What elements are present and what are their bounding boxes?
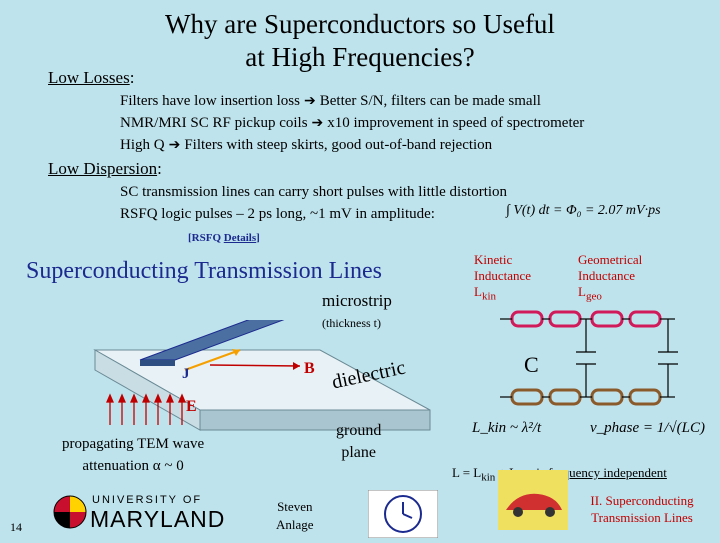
- circuit-wires: [500, 318, 678, 398]
- b-label: B: [304, 360, 315, 377]
- details-link[interactable]: Details: [223, 232, 257, 244]
- slide-title: Why are Superconductors so Useful at Hig…: [0, 8, 720, 74]
- phase-velocity-formula: v_phase = 1/√(LC): [590, 420, 706, 436]
- microstrip-label: microstrip: [322, 291, 392, 310]
- low-dispersion-line-2: RSFQ logic pulses – 2 ps long, ~1 mV in …: [120, 206, 435, 222]
- microstrip-diagram: [93, 320, 431, 431]
- low-losses-line-1: Filters have low insertion loss➔Better S…: [120, 93, 541, 109]
- low-dispersion-heading: Low Dispersion:: [48, 159, 162, 178]
- e-label: E: [186, 398, 197, 415]
- b-field-arrow-head: [293, 362, 300, 370]
- j-label: J: [182, 366, 190, 382]
- page-number: 14: [10, 520, 22, 534]
- arrow-right-icon: ➔: [168, 138, 181, 153]
- maryland-seal-icon: [52, 494, 88, 530]
- current-arrow-head: [232, 349, 240, 356]
- arrow-right-icon: ➔: [304, 94, 316, 109]
- center-logo-icon: [367, 489, 439, 539]
- dielectric-front: [199, 409, 431, 431]
- title-line-2: at High Frequencies?: [245, 42, 475, 72]
- thickness-label: (thickness t): [322, 316, 381, 330]
- flux-quantum-formula: ∫ V(t) dt = Φ₀ = 2.07 mV·ps: [506, 203, 661, 218]
- b-field-arrow: [209, 364, 301, 367]
- title-line-1: Why are Superconductors so Useful: [165, 9, 555, 39]
- kinetic-inductance-formula: L_kin ~ λ²/t: [472, 420, 542, 436]
- section-title: Superconducting Transmission Lines: [26, 258, 383, 284]
- arrow-right-icon: ➔: [311, 116, 324, 131]
- lc-circuit-diagram: [500, 310, 678, 406]
- microstrip-front: [140, 360, 175, 366]
- car-logo-icon: [498, 470, 568, 530]
- low-losses-line-2: NMR/MRI SC RF pickup coils➔x10 improveme…: [120, 115, 585, 131]
- rsfq-details-link[interactable]: [RSFQ Details]: [188, 232, 260, 244]
- dielectric-side: [94, 349, 201, 431]
- e-field-arrows: [106, 393, 186, 425]
- low-dispersion-line-1: SC transmission lines can carry short pu…: [120, 184, 508, 200]
- maryland-label: MARYLAND: [90, 506, 226, 532]
- university-of-label: UNIVERSITY OF: [92, 494, 203, 506]
- low-losses-heading: Low Losses:: [48, 68, 135, 87]
- capacitor-label: C: [524, 352, 539, 377]
- low-losses-line-3: High Q➔Filters with steep skirts, good o…: [120, 137, 493, 153]
- current-arrow: [184, 349, 241, 371]
